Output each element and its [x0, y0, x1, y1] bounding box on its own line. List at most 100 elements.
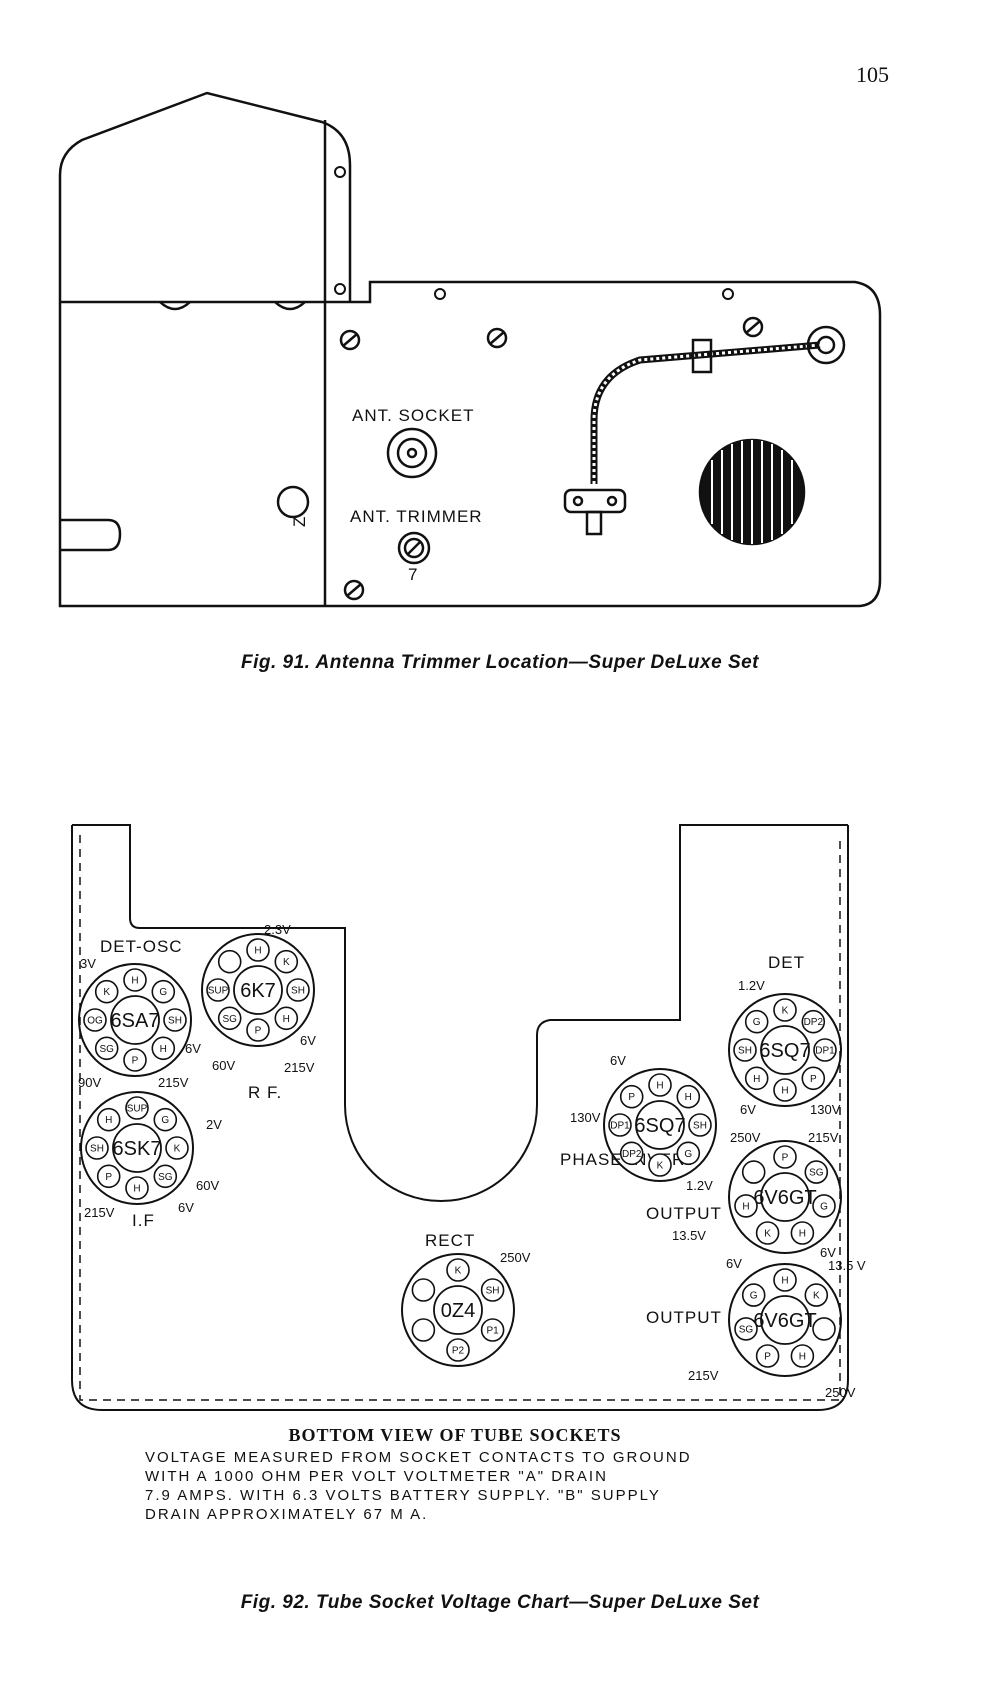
tube-group: R F.: [248, 1083, 282, 1102]
tube-6v6gt-lower: 6V6GT OUTPUT 6V 13.5 V 215V 250V: [646, 1256, 866, 1400]
socket-pin-label: H: [283, 1014, 290, 1025]
voltage-label: 130V: [570, 1110, 601, 1125]
voltage-label: 13.5V: [672, 1228, 706, 1243]
socket-pin: [153, 1164, 178, 1189]
voltage-label: 90V: [78, 1075, 101, 1090]
socket-pin-label: SH: [90, 1144, 104, 1155]
voltage-label: 3V: [80, 956, 96, 971]
socket-pin: [734, 1317, 758, 1341]
voltage-label: 6V: [185, 1041, 201, 1056]
socket-pin-label: P1: [486, 1326, 499, 1337]
socket-pin-label: K: [174, 1144, 181, 1155]
socket-pin-label: G: [753, 1017, 761, 1028]
voltage-label: 6V: [820, 1245, 836, 1260]
socket-pin: [648, 1153, 672, 1177]
socket-pin: [733, 1038, 757, 1062]
voltage-label: 2V: [206, 1117, 222, 1132]
fig92-caption: Fig. 92. Tube Socket Voltage Chart—Super…: [240, 1592, 760, 1613]
voltage-label: 1.2V: [738, 978, 765, 993]
ant-trimmer-label: ANT. TRIMMER: [350, 507, 483, 526]
socket-pin: [801, 1009, 826, 1034]
socket-pin-label: K: [764, 1229, 771, 1240]
tube-group: DET: [768, 953, 805, 972]
fig91-caption: Fig. 91. Antenna Trimmer Location—Super …: [240, 652, 760, 673]
socket-pin: [804, 1160, 829, 1184]
socket-pin: [274, 949, 299, 974]
socket-pin: [94, 1036, 119, 1061]
socket-pin: [744, 1066, 769, 1091]
socket-pin: [274, 1006, 299, 1031]
socket-pin: [619, 1141, 644, 1166]
tube-6sq7-det: 6SQ7 DET 1.2V 6V 130V: [728, 953, 842, 1117]
socket-pin-label: SUP: [127, 1104, 148, 1115]
socket-pin: [411, 1318, 436, 1342]
socket-pin: [813, 1038, 837, 1062]
socket-pin-label: K: [455, 1266, 462, 1277]
voltage-label: 6V: [178, 1200, 194, 1215]
socket-pin: [648, 1073, 672, 1097]
socket-pin: [151, 979, 176, 1004]
socket-pin-label: K: [782, 1006, 789, 1017]
fig92-heading: BOTTOM VIEW OF TUBE SOCKETS: [288, 1425, 621, 1445]
socket-pin-label: G: [159, 987, 167, 998]
voltage-label: 215V: [808, 1130, 839, 1145]
socket-pin: [741, 1283, 766, 1307]
tube-name: 0Z4: [441, 1300, 475, 1322]
socket-pin-label: G: [750, 1291, 758, 1302]
socket-pin: [206, 978, 230, 1002]
socket-pin-label: K: [813, 1291, 820, 1302]
socket-pin-label: H: [685, 1092, 692, 1103]
socket-pin: [446, 1258, 470, 1282]
socket-pin-label: DP1: [610, 1121, 630, 1132]
socket-pin: [676, 1084, 701, 1109]
socket-pin-label: DP1: [815, 1046, 835, 1057]
socket-pin-label: P: [628, 1092, 635, 1103]
socket-pin-label: H: [799, 1352, 806, 1363]
socket-pin-label: SG: [99, 1044, 114, 1055]
fig92-note-line: VOLTAGE MEASURED FROM SOCKET CONTACTS TO…: [145, 1449, 692, 1466]
mark-z: Z: [290, 516, 309, 527]
socket-pin: [217, 1006, 242, 1031]
voltage-label: 60V: [196, 1178, 219, 1193]
socket-pin: [165, 1136, 189, 1160]
voltage-label: 215V: [84, 1205, 115, 1220]
socket-pin-label: H: [105, 1115, 112, 1126]
voltage-label: 1.2V: [686, 1178, 713, 1193]
socket-pin-label: P2: [452, 1346, 465, 1357]
socket-pin-label: P: [255, 1026, 262, 1037]
socket-pin: [734, 1194, 758, 1218]
socket-pin-label: H: [799, 1229, 806, 1240]
socket-pin: [773, 1078, 797, 1102]
voltage-label: 130V: [810, 1102, 841, 1117]
socket-pin-label: OG: [87, 1016, 103, 1027]
tube-name: 6SA7: [111, 1010, 160, 1032]
socket-pin: [755, 1221, 780, 1245]
voltage-label: 60V: [212, 1058, 235, 1073]
tube-0z4: 0Z4 RECT 250V: [401, 1231, 531, 1367]
tube-name: 6SQ7: [759, 1040, 810, 1062]
socket-pin-label: H: [781, 1086, 788, 1097]
socket-pin: [153, 1107, 178, 1132]
socket-pin-label: DP2: [622, 1149, 642, 1160]
socket-pin: [608, 1113, 632, 1137]
socket-pin-label: K: [283, 957, 290, 968]
voltage-label: 215V: [158, 1075, 189, 1090]
socket-pin-label: SH: [291, 986, 305, 997]
voltage-label: 250V: [825, 1385, 856, 1400]
socket-pin: [83, 1008, 107, 1032]
socket-pin-label: SG: [739, 1324, 754, 1335]
socket-pin-label: H: [133, 1184, 140, 1195]
socket-pin: [480, 1318, 505, 1342]
socket-pin: [94, 979, 119, 1004]
fig92-note-line: WITH A 1000 OHM PER VOLT VOLTMETER "A" D…: [145, 1468, 608, 1485]
fig92-chassis-outline: [71, 824, 849, 1411]
voltage-label: 6V: [610, 1053, 626, 1068]
socket-pin-label: G: [684, 1149, 692, 1160]
socket-pin-label: G: [820, 1201, 828, 1212]
socket-pin: [755, 1344, 780, 1368]
socket-pin-label: SUP: [208, 986, 229, 997]
tube-group: RECT: [425, 1231, 475, 1250]
socket-pin: [163, 1008, 187, 1032]
socket-pin: [790, 1221, 815, 1245]
socket-pin: [812, 1194, 836, 1218]
